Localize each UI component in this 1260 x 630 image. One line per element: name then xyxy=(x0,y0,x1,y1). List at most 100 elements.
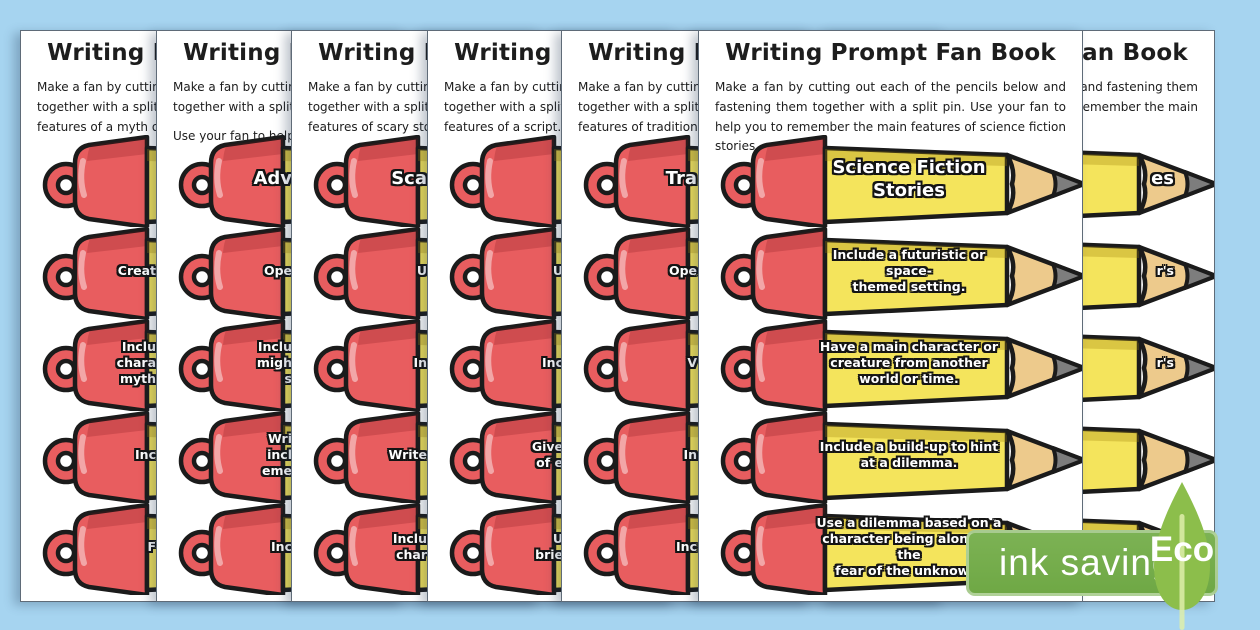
pencil-eraser-highlight xyxy=(619,158,628,198)
pencil-list: Science Fiction Stories Include a futuri… xyxy=(711,135,1082,595)
pencil-ring-hole-icon xyxy=(191,542,213,564)
pencil-prompt-text: U brie xyxy=(535,530,563,562)
pencil-eraser-icon xyxy=(613,135,691,227)
pencil-eraser-highlight xyxy=(349,250,358,290)
pencil-eraser-icon xyxy=(479,227,557,319)
pencil-eraser-icon xyxy=(72,135,150,227)
pencil-eraser-shade xyxy=(87,138,147,161)
pencil-eraser-highlight xyxy=(485,434,494,474)
instruction-line: ow and fastening them xyxy=(1059,80,1198,94)
pencil-eraser-icon xyxy=(343,319,421,411)
pencil-eraser-icon xyxy=(479,319,557,411)
pencil-eraser-shade xyxy=(765,230,825,253)
pencil-prompt-text: V xyxy=(687,354,697,370)
leaf-shape-icon xyxy=(1154,482,1210,630)
pencil-eraser-shade xyxy=(628,138,688,161)
instruction-line: together with a split pi xyxy=(444,99,580,114)
pencil-eraser-shade xyxy=(358,138,418,161)
instruction-line: features of scary stories xyxy=(308,119,454,134)
pencil-eraser-highlight xyxy=(756,526,765,566)
instruction-line: Make a fan by cutting xyxy=(37,80,168,94)
pencil-ring-hole-icon xyxy=(733,358,755,380)
pencil-prompt-text: r's xyxy=(1156,354,1174,370)
pencil-eraser-icon xyxy=(750,411,828,503)
pencil-ring-hole-icon xyxy=(596,266,618,288)
pencil-prompt-text: Inc xyxy=(542,354,563,370)
pencil-eraser-shade xyxy=(628,414,688,437)
pencil-wood-icon xyxy=(1136,244,1214,308)
pencil-body-shade xyxy=(825,149,1007,166)
pencil-ring-hole-icon xyxy=(326,266,348,288)
pencil-eraser-highlight xyxy=(349,158,358,198)
pencil-eraser-shade xyxy=(223,506,283,529)
instruction-line: Make a fan by cutting xyxy=(444,80,575,94)
pencil-eraser-highlight xyxy=(619,526,628,566)
pencil-wood-icon xyxy=(1136,152,1214,216)
pencil-prompt-text: Inc xyxy=(135,446,156,462)
instruction-line: Make a fan by cutting xyxy=(578,80,709,94)
pencil-ring-hole-icon xyxy=(733,174,755,196)
pencil-prompt-text: Inclu char xyxy=(392,530,427,562)
pencil-ring-hole-icon xyxy=(55,174,77,196)
pencil-eraser-shade xyxy=(765,506,825,529)
pencil-ring-hole-icon xyxy=(462,266,484,288)
pencil-prompt-text: Wri incl eme xyxy=(262,430,292,479)
pencil-ring-hole-icon xyxy=(55,358,77,380)
pencil-prompt-text: Adv xyxy=(253,168,292,190)
eco-leaf-icon: Eco xyxy=(1144,478,1220,630)
pencil-eraser-icon xyxy=(72,227,150,319)
pencil-ring-hole-icon xyxy=(596,542,618,564)
instruction-line: features of a myth or le xyxy=(37,119,179,134)
pencil-eraser-highlight xyxy=(78,434,87,474)
ink-saving-label: ink saving xyxy=(999,542,1174,583)
pencil-eraser-icon xyxy=(750,319,828,411)
pencil-eraser-icon xyxy=(72,411,150,503)
pencil-eraser-shade xyxy=(223,230,283,253)
pencil-icon xyxy=(720,135,1082,227)
pencil-eraser-shade xyxy=(87,414,147,437)
pencil-ring-hole-icon xyxy=(326,174,348,196)
pencil-ring-hole-icon xyxy=(596,450,618,472)
pencil-eraser-icon xyxy=(613,503,691,595)
pencil-eraser-shade xyxy=(223,414,283,437)
pencil-eraser-highlight xyxy=(214,526,223,566)
pencil-eraser-highlight xyxy=(349,342,358,382)
instruction-line: features of a script. xyxy=(444,119,562,134)
worksheet-page: Writing Prompt Fan Book Make a fan by cu… xyxy=(698,30,1083,602)
pencil-ring-hole-icon xyxy=(733,542,755,564)
pencil-ring-hole-icon xyxy=(55,542,77,564)
pencil-eraser-icon xyxy=(343,503,421,595)
instruction-line: Make a fan by cutting xyxy=(173,80,304,94)
pencil-prompt-text: Ope xyxy=(263,262,292,278)
pencil-prompt-text: Sca xyxy=(391,168,427,190)
pencil-ring-hole-icon xyxy=(326,358,348,380)
pencil-graphite-icon xyxy=(1183,170,1214,198)
pencil-cutout: Include a build-up to hint at a dilemma. xyxy=(711,411,1082,503)
pencil-eraser-icon xyxy=(208,319,286,411)
pencil-cutout: Have a main character or creature from a… xyxy=(711,319,1082,411)
pencil-eraser-icon xyxy=(343,227,421,319)
pencil-wood-icon xyxy=(1004,336,1082,400)
pencil-icon xyxy=(720,319,1082,411)
pencil-prompt-text: es xyxy=(1151,168,1174,190)
pencil-ring-hole-icon xyxy=(191,174,213,196)
pencil-prompt-text: In xyxy=(683,446,697,462)
pencil-eraser-highlight xyxy=(485,526,494,566)
pencil-eraser-shade xyxy=(494,138,554,161)
pencil-eraser-highlight xyxy=(214,250,223,290)
pencil-eraser-highlight xyxy=(619,342,628,382)
pencil-eraser-icon xyxy=(208,411,286,503)
pencil-wood-icon xyxy=(1004,428,1082,492)
pencil-prompt-text: Write xyxy=(388,446,427,462)
pencil-eraser-shade xyxy=(494,414,554,437)
pencil-eraser-highlight xyxy=(214,434,223,474)
pencil-ring-hole-icon xyxy=(596,174,618,196)
pencil-eraser-highlight xyxy=(214,158,223,198)
pencil-eraser-icon xyxy=(343,411,421,503)
pencil-prompt-text: Inc xyxy=(271,538,292,554)
pencil-eraser-shade xyxy=(494,506,554,529)
pencil-eraser-shade xyxy=(494,322,554,345)
pencil-eraser-highlight xyxy=(756,342,765,382)
pencil-eraser-highlight xyxy=(78,158,87,198)
